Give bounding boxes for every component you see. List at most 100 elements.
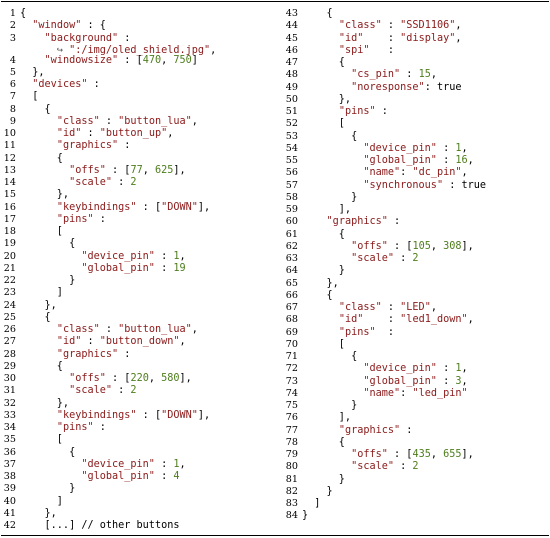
line-number: 62 xyxy=(285,240,298,252)
code-text: "scale" : 2 xyxy=(351,461,419,473)
line-number: 23 xyxy=(3,287,16,299)
line-number: 83 xyxy=(285,498,298,509)
right-code-column: 43 {44 "class" : "SSD1106",45 "id" : "di… xyxy=(284,8,548,523)
code-line: 15 }, xyxy=(2,189,290,201)
code-text: "offs" : [77, 625], xyxy=(69,164,186,176)
line-number: 10 xyxy=(3,128,16,139)
line-number: 45 xyxy=(285,32,298,44)
line-number: 61 xyxy=(285,228,298,240)
code-text: ], xyxy=(302,412,352,424)
code-text: [...] // other buttons xyxy=(20,520,180,531)
line-number: 77 xyxy=(285,424,298,436)
code-line: 78 { xyxy=(284,437,548,449)
line-number: 39 xyxy=(3,483,16,495)
code-text: "pins" : xyxy=(338,106,388,117)
line-number: 68 xyxy=(285,314,298,326)
code-text: "pins" : xyxy=(338,326,395,338)
code-text: "device_pin" : 1, xyxy=(81,458,186,470)
code-line: 50 }, xyxy=(284,94,548,106)
line-number: 12 xyxy=(3,152,16,164)
code-line: 49 "noresponse": true xyxy=(284,82,548,94)
line-number: 27 xyxy=(3,336,16,348)
line-number: 5 xyxy=(9,66,16,78)
code-line: 37 "device_pin" : 1, xyxy=(2,459,290,471)
code-text: }, xyxy=(20,397,70,409)
code-text: "offs" : [220, 580], xyxy=(69,373,192,384)
code-line: 29 { xyxy=(2,361,290,373)
line-number: 74 xyxy=(285,387,298,399)
code-text: }, xyxy=(20,66,45,78)
code-text: } xyxy=(20,483,76,495)
code-line: 63 "scale" : 2 xyxy=(284,253,548,265)
code-text: } xyxy=(302,510,309,522)
code-line: 31 "scale" : 2 xyxy=(2,385,290,397)
code-text: { xyxy=(302,436,345,448)
line-number: 73 xyxy=(285,375,298,387)
code-text: [ xyxy=(20,434,63,446)
code-line: 8 { xyxy=(2,104,290,116)
line-number: 14 xyxy=(3,177,16,188)
line-number: 64 xyxy=(285,265,298,277)
line-number: 33 xyxy=(3,409,16,421)
line-number: 41 xyxy=(3,507,16,519)
line-number: 60 xyxy=(285,216,298,228)
code-line: 19 { xyxy=(2,238,290,250)
code-text: "synchronous" : true xyxy=(363,179,487,191)
code-line: 12 { xyxy=(2,153,290,165)
code-text: "name": "led_pin" xyxy=(363,387,468,399)
code-line: 47 { xyxy=(284,57,548,69)
code-line: 80 "scale" : 2 xyxy=(284,461,548,473)
code-line: 13 "offs" : [77, 625], xyxy=(2,165,290,177)
code-line: 10 "id" : "button_up", xyxy=(2,128,290,140)
line-number: 24 xyxy=(3,299,16,311)
code-line: 34 "pins" : xyxy=(2,422,290,434)
code-text: } xyxy=(302,473,345,485)
line-number: 59 xyxy=(285,204,298,215)
code-line: 39 } xyxy=(2,483,290,495)
line-number: 82 xyxy=(285,485,298,497)
code-text: { xyxy=(20,103,51,115)
line-number: 49 xyxy=(285,81,298,93)
code-line: 84} xyxy=(284,510,548,522)
code-text: "device_pin" : 1, xyxy=(81,250,186,262)
code-text: }, xyxy=(302,277,339,289)
line-number: 21 xyxy=(3,262,16,274)
code-line: 22 } xyxy=(2,275,290,287)
line-number: 18 xyxy=(3,226,16,237)
code-line: 72 "device_pin" : 1, xyxy=(284,363,548,375)
code-text: "windowsize" : [470, 750] xyxy=(44,54,198,66)
line-number: 76 xyxy=(285,412,298,424)
code-text: "graphics" : xyxy=(56,140,131,152)
code-line: 45 "id" : "display", xyxy=(284,33,548,45)
code-line: 76 ], xyxy=(284,412,548,424)
bottom-rule xyxy=(1,535,549,536)
code-line: 35 [ xyxy=(2,434,290,446)
code-line: 61 { xyxy=(284,229,548,241)
code-text: { xyxy=(302,8,333,19)
code-text: { xyxy=(302,228,345,240)
line-number: 66 xyxy=(285,289,298,301)
code-line: 18 [ xyxy=(2,226,290,238)
line-number: 37 xyxy=(3,458,16,470)
left-code-column: 1{2 "window" : {3 "background" : ↪ ":/im… xyxy=(2,8,290,532)
line-number: 67 xyxy=(285,302,298,313)
code-text: "offs" : [435, 655], xyxy=(351,449,474,460)
line-number: 42 xyxy=(3,520,16,531)
line-number: 11 xyxy=(3,140,16,152)
code-text: { xyxy=(302,57,345,68)
code-text: } xyxy=(302,485,333,497)
code-text: { xyxy=(20,238,76,250)
code-line: 46 "spi" : xyxy=(284,45,548,57)
code-text: "class" : "SSD1106", xyxy=(338,20,462,32)
code-line: 24 }, xyxy=(2,300,290,312)
code-line: 30 "offs" : [220, 580], xyxy=(2,373,290,385)
code-text: ] xyxy=(20,287,63,299)
line-number: 70 xyxy=(285,338,298,350)
code-text: } xyxy=(20,275,76,286)
code-text: "global_pin" : 3, xyxy=(363,375,468,387)
code-text: { xyxy=(302,351,358,362)
code-text: ], xyxy=(302,204,352,215)
line-number: 50 xyxy=(285,93,298,105)
line-number: 57 xyxy=(285,179,298,191)
line-number: 65 xyxy=(285,277,298,289)
